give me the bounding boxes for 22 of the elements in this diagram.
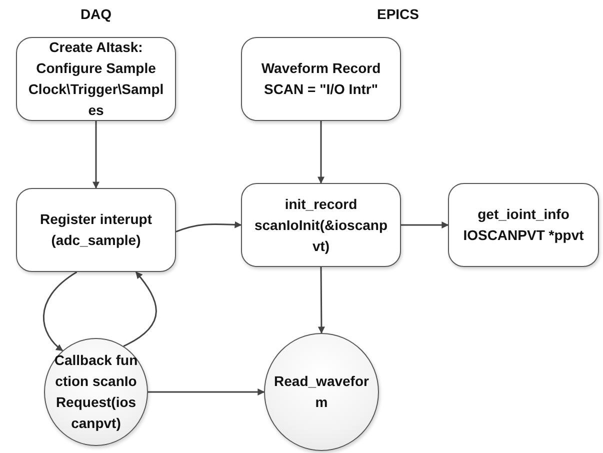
node-label: Waveform Record SCAN = "I/O Intr" bbox=[260, 59, 382, 99]
column-heading: DAQ bbox=[80, 6, 112, 22]
process-box bbox=[16, 188, 176, 272]
node-label: get_ioint_info IOSCANPVT *ppvt bbox=[462, 205, 585, 245]
arrow bbox=[92, 121, 100, 189]
arrow bbox=[318, 121, 324, 184]
column-heading: EPICS bbox=[377, 6, 419, 22]
arrow bbox=[42, 271, 78, 352]
process-box bbox=[241, 37, 401, 121]
node-label: Read_waveform bbox=[273, 372, 370, 412]
node-label: Callback function scanIoRequest(ioscanpvt) bbox=[53, 351, 139, 433]
process-box bbox=[16, 37, 176, 121]
arrow bbox=[123, 271, 157, 347]
process-box bbox=[241, 183, 401, 267]
arrow bbox=[176, 221, 242, 232]
process-box bbox=[448, 183, 599, 267]
arrow bbox=[148, 388, 265, 396]
node-label: init_record scanIoInit(&ioscanpvt) bbox=[253, 194, 389, 256]
arrow bbox=[401, 222, 449, 228]
arrow bbox=[318, 267, 325, 334]
node-label: Create AItask: Configure Sample Clock\Trigger\Samples bbox=[27, 38, 165, 120]
node-label: Register interupt (adc_sample) bbox=[38, 210, 153, 250]
